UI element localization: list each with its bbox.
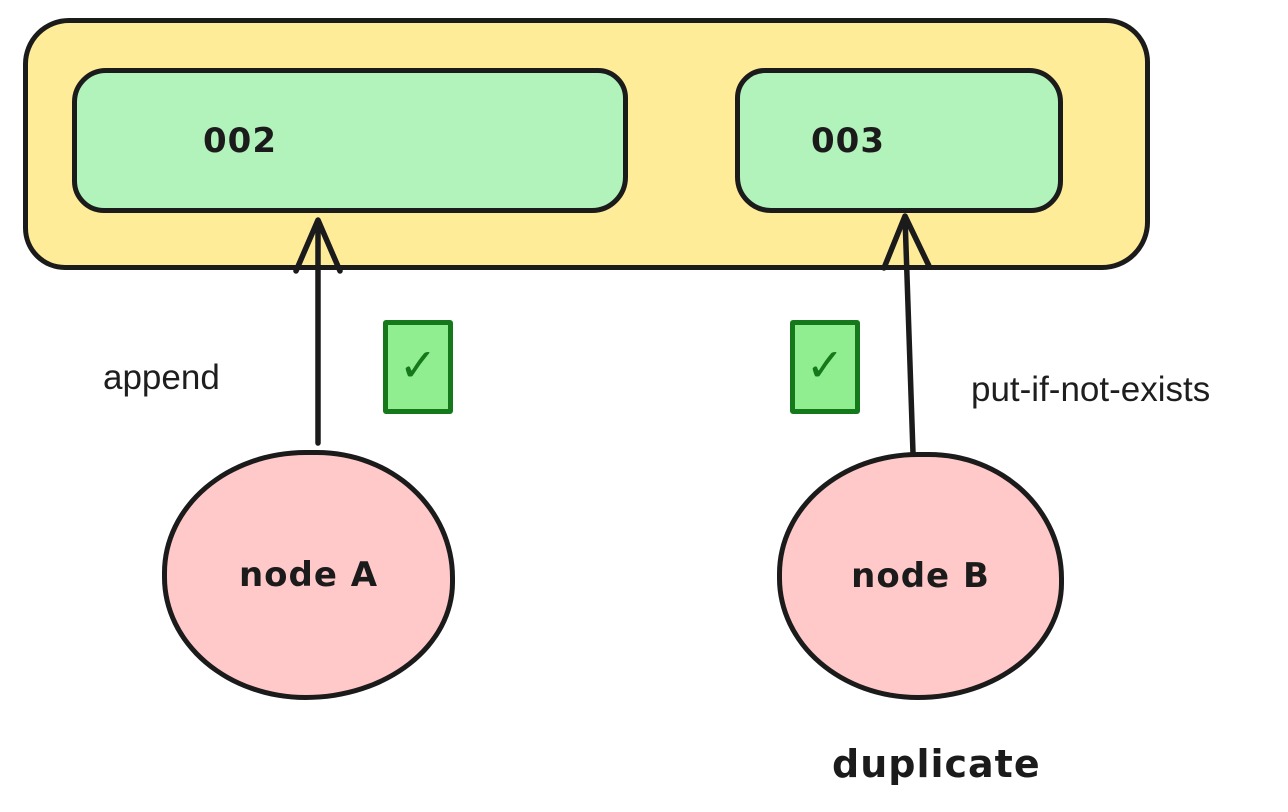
log-entry-002: 002 xyxy=(72,68,628,213)
node-a-circle: node A xyxy=(162,450,455,700)
append-success-checkbox: ✓ xyxy=(383,320,453,414)
duplicate-note-label: duplicate xyxy=(832,742,1041,786)
log-entry-003: 003 xyxy=(735,68,1063,213)
log-entry-003-label: 003 xyxy=(811,120,885,161)
node-b-circle: node B xyxy=(777,452,1064,700)
append-operation-label: append xyxy=(103,358,220,397)
put-if-not-exists-operation-label: put-if-not-exists xyxy=(971,370,1211,409)
log-entry-002-label: 002 xyxy=(203,120,277,161)
node-b-label: node B xyxy=(851,556,990,596)
checkmark-icon: ✓ xyxy=(398,338,438,392)
node-a-label: node A xyxy=(238,555,379,595)
checkmark-icon: ✓ xyxy=(805,338,845,392)
put-success-checkbox: ✓ xyxy=(790,320,860,414)
